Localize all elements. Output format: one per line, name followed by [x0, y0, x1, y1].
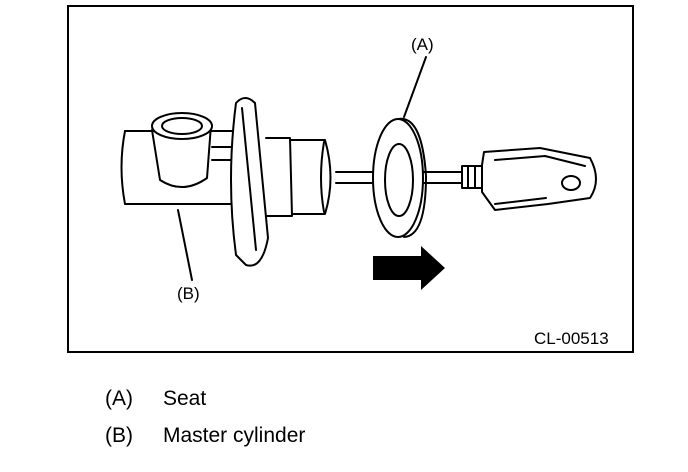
legend-row-b: (B) Master cylinder: [105, 417, 305, 454]
callout-a-label: (A): [411, 35, 434, 54]
callout-a-leader: [403, 56, 427, 118]
clevis-yoke: [461, 147, 597, 211]
seat-washer: [372, 117, 427, 238]
callout-b-label: (B): [177, 284, 200, 303]
legend-label: Seat: [163, 387, 207, 410]
callout-b-leader: [177, 209, 193, 281]
legend: (A) Seat (B) Master cylinder: [105, 380, 305, 454]
legend-row-a: (A) Seat: [105, 380, 305, 417]
legend-key: (B): [105, 424, 133, 447]
figure-code: CL-00513: [534, 329, 609, 348]
mounting-flange: [230, 97, 269, 267]
direction-arrow: [373, 246, 445, 290]
push-rod-boot: [265, 137, 332, 217]
master-cylinder-body: [120, 112, 246, 205]
legend-key: (A): [105, 387, 133, 410]
legend-label: Master cylinder: [163, 424, 306, 447]
